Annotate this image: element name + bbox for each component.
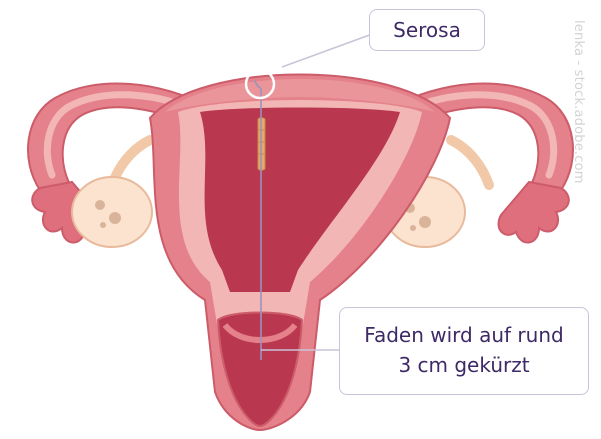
right-follicle xyxy=(419,216,431,228)
right-follicle xyxy=(410,225,416,231)
thread-label-line-1: Faden wird auf rund xyxy=(340,320,588,350)
stock-watermark: lenka - stock.adobe.com xyxy=(571,20,586,184)
left-follicle xyxy=(95,200,105,210)
thread-label-line-2: 3 cm gekürzt xyxy=(340,350,588,380)
thread-length-label: Faden wird auf rund 3 cm gekürzt xyxy=(339,307,589,395)
serosa-leader-line xyxy=(282,33,375,67)
right-fimbriae xyxy=(499,182,569,243)
left-follicle xyxy=(100,222,106,228)
serosa-label: Serosa xyxy=(369,9,485,51)
left-follicle xyxy=(109,212,121,224)
left-ovary xyxy=(72,177,152,247)
right-ovarian-ligament xyxy=(451,140,489,185)
